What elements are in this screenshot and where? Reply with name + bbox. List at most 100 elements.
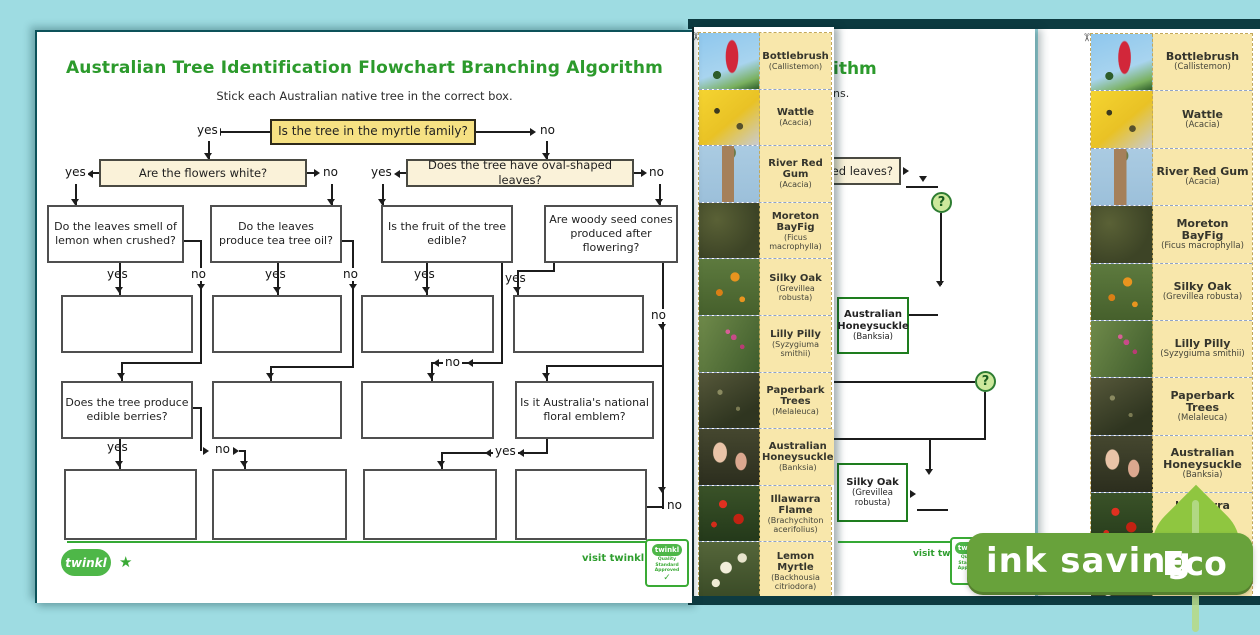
question-tea-tree-oil: Do the leaves produce tea tree oil? — [210, 205, 342, 263]
tree-list-item: Lilly Pilly (Syzygiuma smithii) — [699, 315, 831, 373]
question-lemon-smell: Do the leaves smell of lemon when crushe… — [47, 205, 184, 263]
yes-label: yes — [195, 123, 220, 137]
tree-latin: (Ficus macrophylla) — [1161, 240, 1244, 251]
page-preview-right: ✂ Bottlebrush (Callistemon) Wattle (Acac… — [1038, 29, 1260, 598]
tree-photo — [1091, 148, 1153, 206]
twinkl-logo[interactable]: twinkl — [61, 549, 111, 576]
tree-cutout-strip: ✂ Bottlebrush (Callistemon) Wattle (Acac… — [692, 27, 834, 597]
tree-label-cell: Silky Oak (Grevillea robusta) — [760, 259, 831, 315]
tree-photo — [699, 372, 760, 429]
worksheet-page: Australian Tree Identification Flowchart… — [35, 30, 692, 603]
tree-label-cell: Australian Honeysuckle (Banksia) — [760, 429, 834, 485]
yes-label: yes — [263, 267, 288, 281]
ink-saving-eco-badge: ink saving Eco — [948, 470, 1260, 635]
tree-photo — [1091, 206, 1153, 263]
answer-latin: (Banksia) — [853, 332, 893, 342]
tree-name: Lemon Myrtle — [776, 550, 815, 573]
tree-latin: (Melaleuca) — [772, 406, 819, 416]
no-label: no — [538, 123, 557, 137]
tree-name: Australian Honeysuckle — [762, 441, 834, 464]
answer-slot — [361, 381, 494, 439]
answer-slot — [212, 381, 342, 439]
eco-badge-background — [967, 533, 1253, 592]
question-oval-leaves: Does the tree have oval-shaped leaves? — [406, 158, 634, 187]
tree-photo — [1091, 263, 1153, 320]
tree-list-item: Lilly Pilly (Syzygiuma smithii) — [1091, 320, 1252, 379]
tree-photo — [1091, 378, 1153, 435]
page-subtitle: Stick each Australian native tree in the… — [216, 89, 513, 103]
tree-latin: (Acacia) — [1185, 177, 1220, 188]
tree-label-cell: Lilly Pilly (Syzygiuma smithii) — [760, 315, 831, 372]
tree-name: Australian Honeysuckle — [1163, 446, 1242, 472]
tree-name: Moreton BayFig — [771, 210, 820, 233]
tree-list-item: Australian Honeysuckle (Banksia) — [1091, 435, 1252, 494]
tree-photo — [699, 89, 760, 146]
tree-list-item: Moreton BayFig (Ficus macrophylla) — [1091, 206, 1252, 264]
no-label: no — [213, 442, 232, 456]
tree-label-cell: Wattle (Acacia) — [760, 89, 831, 146]
check-icon: ✓ — [663, 572, 671, 583]
question-edible-berries: Does the tree produce edible berries? — [61, 381, 193, 439]
tree-latin: (Acacia) — [1185, 119, 1220, 130]
answer-slot — [212, 295, 342, 353]
yes-label: yes — [493, 444, 518, 458]
visit-link[interactable]: visit twinkl.com — [582, 553, 672, 564]
tree-name: Wattle — [776, 107, 815, 119]
tree-label-cell: Australian Honeysuckle (Banksia) — [1153, 435, 1252, 493]
yes-label: yes — [369, 165, 394, 179]
star-icon: ★ — [119, 553, 133, 571]
tree-latin: (Ficus macrophylla) — [769, 232, 822, 251]
answer-latin: (Grevillea robusta) — [852, 488, 893, 509]
no-label: no — [443, 355, 462, 369]
tree-photo — [699, 429, 760, 485]
tree-latin: (Backhousia citriodora) — [771, 572, 820, 591]
tree-latin: (Callistemon) — [1174, 62, 1231, 73]
tree-photo — [699, 146, 760, 202]
tree-list-item: River Red Gum (Acacia) — [699, 146, 831, 203]
tree-name: Paperbark Trees — [1170, 388, 1235, 414]
tree-label-cell: Moreton BayFig (Ficus macrophylla) — [1153, 206, 1252, 263]
answer-box-honeysuckle: Australian Honeysuckle (Banksia) — [837, 297, 909, 354]
tree-label-cell: Bottlebrush (Callistemon) — [1153, 34, 1252, 91]
answer-slot — [515, 469, 647, 540]
tree-list-item: Australian Honeysuckle (Banksia) — [699, 429, 834, 486]
tree-label-cell: Moreton BayFig (Ficus macrophylla) — [760, 202, 831, 259]
tree-list-item: Lemon Myrtle (Backhousia citriodora) — [699, 542, 831, 597]
page2-title-fragment: ithm — [833, 59, 877, 79]
question-flowers-white: Are the flowers white? — [99, 159, 307, 187]
yes-label: yes — [412, 267, 437, 281]
answer-slot — [513, 295, 644, 353]
answer-name: Silky Oak — [846, 476, 899, 488]
no-label: no — [341, 267, 360, 281]
tree-latin: (Callistemon) — [768, 61, 823, 71]
tree-latin: (Acacia) — [779, 180, 812, 190]
tree-photo — [699, 485, 760, 542]
tree-photo — [699, 202, 760, 259]
tree-latin: (Grevillea robusta) — [776, 283, 815, 302]
no-label: no — [649, 308, 668, 322]
tree-label-cell: Wattle (Acacia) — [1153, 91, 1252, 148]
tree-latin: (Banksia) — [1182, 470, 1223, 481]
tree-photo — [699, 33, 760, 89]
tree-list-item: Paperbark Trees (Melaleuca) — [1091, 378, 1252, 436]
tree-latin: (Acacia) — [779, 118, 812, 128]
question-fruit-edible: Is the fruit of the tree edible? — [381, 205, 513, 263]
tree-name: Lilly Pilly — [1174, 337, 1231, 351]
tree-label-cell: Silky Oak (Grevillea robusta) — [1153, 263, 1252, 320]
yes-label: yes — [105, 267, 130, 281]
answer-box-silkyoak: Silky Oak (Grevillea robusta) — [837, 463, 908, 522]
tree-label-cell: Bottlebrush (Callistemon) — [760, 33, 831, 89]
tree-label-cell: River Red Gum (Acacia) — [760, 146, 831, 202]
yes-label: yes — [63, 165, 88, 179]
tree-photo — [699, 315, 760, 372]
tree-label-cell: Lilly Pilly (Syzygiuma smithii) — [1153, 320, 1252, 378]
no-label: no — [189, 267, 208, 281]
no-label: no — [321, 165, 340, 179]
answer-slot — [64, 469, 197, 540]
tree-list-item: Paperbark Trees (Melaleuca) — [699, 372, 831, 430]
tree-latin: (Grevillea robusta) — [1162, 292, 1243, 302]
tree-name: Silky Oak — [1173, 280, 1232, 293]
ink-saving-label: ink saving — [986, 541, 1192, 581]
tree-label-cell: Paperbark Trees (Melaleuca) — [1153, 378, 1252, 435]
eco-label: Eco — [1162, 544, 1227, 583]
